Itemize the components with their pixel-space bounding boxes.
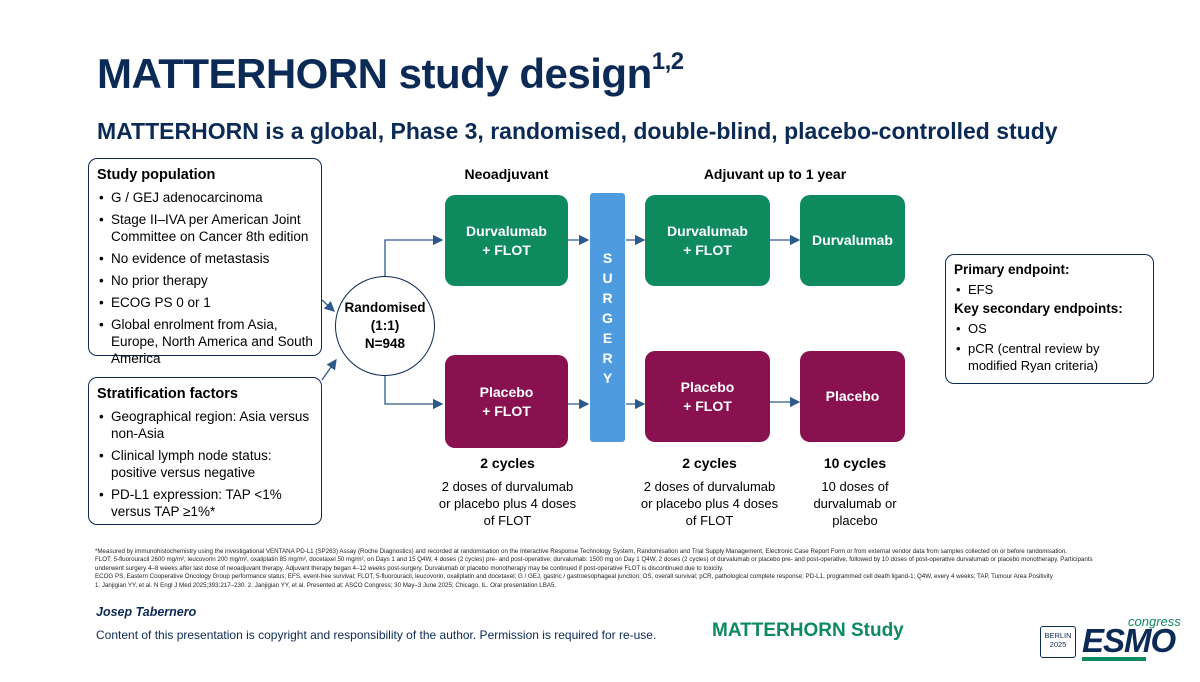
list-item: No prior therapy — [97, 272, 313, 289]
list-item: Global enrolment from Asia, Europe, Nort… — [97, 316, 313, 367]
esmo-logo-word: ESMO — [1082, 622, 1176, 659]
mono-cycles: 10 cycles 10 doses of durvalumab or plac… — [805, 455, 905, 529]
title-superscript: 1,2 — [651, 48, 684, 75]
surgery-letter: U — [602, 269, 613, 286]
placebo-flot-adj-box: Placebo + FLOT — [645, 351, 770, 442]
esmo-logo-bar — [1082, 657, 1146, 661]
arm-label: Placebo — [479, 383, 534, 400]
copyright-notice: Content of this presentation is copyrigh… — [96, 628, 657, 642]
author-name: Josep Tabernero — [96, 605, 197, 619]
list-item: EFS — [954, 281, 1145, 298]
surgery-letter: R — [602, 289, 613, 306]
logo-city: BERLIN — [1044, 631, 1072, 640]
endpoints-panel: Primary endpoint: EFS Key secondary endp… — [945, 254, 1154, 384]
placebo-flot-neo-box: Placebo + FLOT — [445, 355, 568, 448]
arm-label: + FLOT — [683, 397, 732, 414]
list-item: PD-L1 expression: TAP <1% versus TAP ≥1%… — [97, 486, 313, 520]
list-item: OS — [954, 320, 1145, 337]
cycle-count: 10 cycles — [823, 455, 887, 471]
cycle-desc: 2 doses of durvalumab or placebo plus 4 … — [640, 479, 779, 528]
stratification-heading: Stratification factors — [97, 386, 238, 402]
cycle-desc: 10 doses of durvalumab or placebo — [813, 479, 897, 528]
esmo-logo-city: BERLIN 2025 — [1040, 626, 1076, 658]
surgery-bar: S U R G E R Y — [590, 193, 625, 442]
durvalumab-mono-box: Durvalumab — [800, 195, 905, 286]
surgery-letter: E — [602, 329, 613, 346]
list-item: ECOG PS 0 or 1 — [97, 294, 313, 311]
arm-label: Placebo — [825, 388, 880, 404]
arrow-strat-to-rand — [321, 358, 337, 381]
adj-cycles: 2 cycles 2 doses of durvalumab or placeb… — [637, 455, 782, 529]
secondary-endpoint-list: OS pCR (central review by modified Ryan … — [954, 320, 1145, 374]
surgery-letter: R — [602, 349, 613, 366]
rand-ratio: (1:1) — [370, 318, 400, 333]
arrow-rand-to-placebo — [384, 376, 444, 410]
footnote: ECOG PS, Eastern Cooperative Oncology Gr… — [95, 573, 1053, 581]
footnotes: *Measured by immunohistochemistry using … — [95, 548, 1095, 590]
cycle-count: 2 cycles — [480, 455, 535, 471]
list-item: pCR (central review by modified Ryan cri… — [954, 340, 1145, 374]
arm-label: + FLOT — [482, 241, 531, 258]
surgery-letter: S — [602, 249, 613, 266]
stratification-list: Geographical region: Asia versus non-Asi… — [97, 408, 313, 520]
primary-endpoint-heading: Primary endpoint: — [954, 262, 1070, 277]
surgery-letter: Y — [602, 369, 613, 386]
adjuvant-header: Adjuvant up to 1 year — [703, 166, 847, 182]
secondary-endpoint-heading: Key secondary endpoints: — [954, 301, 1123, 316]
esmo-logo-congress: congress — [1128, 614, 1181, 629]
logo-year: 2025 — [1049, 640, 1067, 649]
durvalumab-flot-adj-box: Durvalumab + FLOT — [645, 195, 770, 286]
list-item: G / GEJ adenocarcinoma — [97, 189, 313, 206]
primary-endpoint-list: EFS — [954, 281, 1145, 298]
arm-label: Durvalumab — [466, 222, 547, 239]
arm-label: Placebo — [680, 378, 735, 395]
list-item: Stage II–IVA per American Joint Committe… — [97, 211, 313, 245]
arm-label: Durvalumab — [812, 232, 893, 248]
page-subtitle: MATTERHORN is a global, Phase 3, randomi… — [97, 118, 1058, 144]
rand-label: Randomised — [344, 300, 426, 315]
placebo-mono-box: Placebo — [800, 351, 905, 442]
neoadjuvant-header: Neoadjuvant — [464, 166, 549, 182]
study-population-panel: Study population G / GEJ adenocarcinoma … — [88, 158, 322, 366]
stratification-panel: Stratification factors Geographical regi… — [88, 377, 322, 525]
arm-label: + FLOT — [482, 402, 531, 419]
study-population-list: G / GEJ adenocarcinoma Stage II–IVA per … — [97, 189, 313, 367]
cycle-desc: 2 doses of durvalumab or placebo plus 4 … — [438, 479, 577, 528]
arrow-rand-to-durva — [384, 234, 444, 276]
arm-label: Durvalumab — [667, 222, 748, 239]
arrow-population-to-rand — [321, 299, 335, 312]
list-item: No evidence of metastasis — [97, 250, 313, 267]
list-item: Clinical lymph node status: positive ver… — [97, 447, 313, 481]
cycle-count: 2 cycles — [682, 455, 737, 471]
study-population-heading: Study population — [97, 167, 216, 183]
durvalumab-flot-neo-box: Durvalumab + FLOT — [445, 195, 568, 286]
surgery-letter: G — [602, 309, 613, 326]
footnote: 1. Janjigian YY, et al. N Engl J Med 202… — [95, 581, 557, 589]
rand-n: N=948 — [364, 336, 406, 351]
neo-cycles: 2 cycles 2 doses of durvalumab or placeb… — [435, 455, 580, 529]
randomisation-node: Randomised (1:1) N=948 — [335, 276, 435, 376]
study-label: MATTERHORN Study — [712, 620, 904, 641]
footnote: FLOT: 5-fluorouracil 2600 mg/m², leucovo… — [95, 556, 1093, 572]
footnote: *Measured by immunohistochemistry using … — [95, 548, 1068, 555]
arm-label: + FLOT — [683, 241, 732, 258]
page-title: MATTERHORN study design1,2 — [97, 48, 684, 97]
list-item: Geographical region: Asia versus non-Asi… — [97, 408, 313, 442]
